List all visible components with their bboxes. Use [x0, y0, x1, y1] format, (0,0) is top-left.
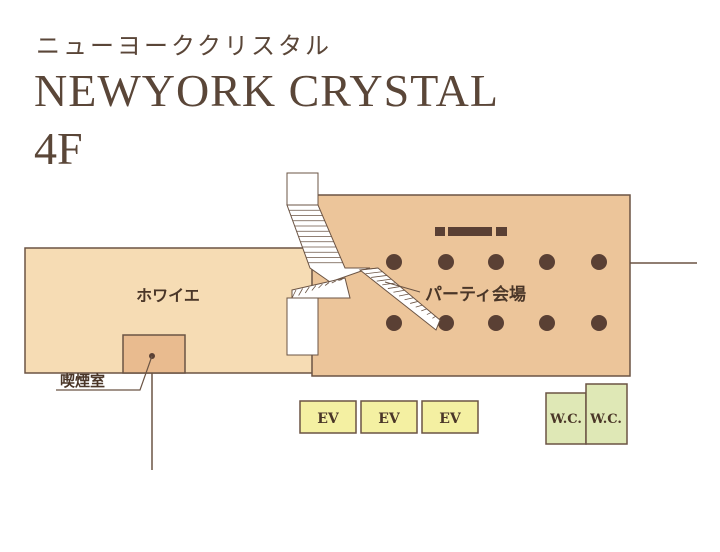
staircase	[286, 172, 441, 356]
pillar	[539, 315, 555, 331]
pillar	[386, 315, 402, 331]
smoking-room-label: 喫煙室	[60, 372, 105, 390]
restroom-1[interactable]: W.C.	[545, 392, 587, 445]
elevator-1[interactable]: EV	[299, 400, 357, 434]
restroom-label: W.C.	[589, 412, 622, 427]
pillar	[386, 254, 402, 270]
hall-pointer-line	[384, 281, 421, 293]
elevator-3[interactable]: EV	[421, 400, 479, 434]
venue-name: NEWYORK CRYSTAL	[34, 65, 499, 116]
smoking-leader-line	[56, 355, 153, 391]
stage	[435, 227, 507, 236]
pillar	[591, 254, 607, 270]
pillar	[591, 315, 607, 331]
elevator-2[interactable]: EV	[360, 400, 418, 434]
pillars	[386, 254, 607, 331]
pillar	[488, 315, 504, 331]
elevator-label: EV	[378, 411, 401, 427]
pillar	[539, 254, 555, 270]
elevator-label: EV	[439, 411, 462, 427]
pillar	[438, 254, 454, 270]
floor-label: 4F	[34, 123, 83, 174]
restroom-label: W.C.	[549, 412, 582, 427]
pillar	[438, 315, 454, 331]
foyer-label: ホワイエ	[136, 286, 200, 305]
party-hall-area[interactable]	[311, 194, 631, 377]
pillar	[488, 254, 504, 270]
venue-name-kana: ニューヨーククリスタル	[36, 32, 333, 60]
restroom-2[interactable]: W.C.	[585, 383, 628, 445]
elevator-label: EV	[317, 411, 340, 427]
party-hall-label: パーティ会場	[425, 284, 526, 305]
